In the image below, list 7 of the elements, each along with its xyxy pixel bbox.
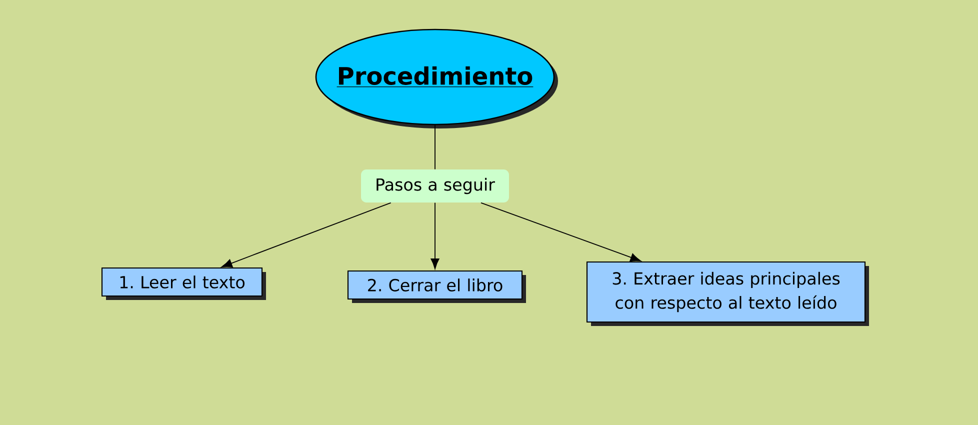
linking-phrase-box: Pasos a seguir bbox=[361, 170, 509, 202]
arrow bbox=[222, 202, 392, 268]
step-box: 1. Leer el texto bbox=[101, 267, 266, 300]
arrow bbox=[430, 202, 440, 270]
step-box: 3. Extraer ideas principales con respecto al texto leído bbox=[586, 261, 869, 326]
arrow bbox=[480, 202, 641, 262]
step-box: 2. Cerrar el libro bbox=[347, 270, 526, 303]
